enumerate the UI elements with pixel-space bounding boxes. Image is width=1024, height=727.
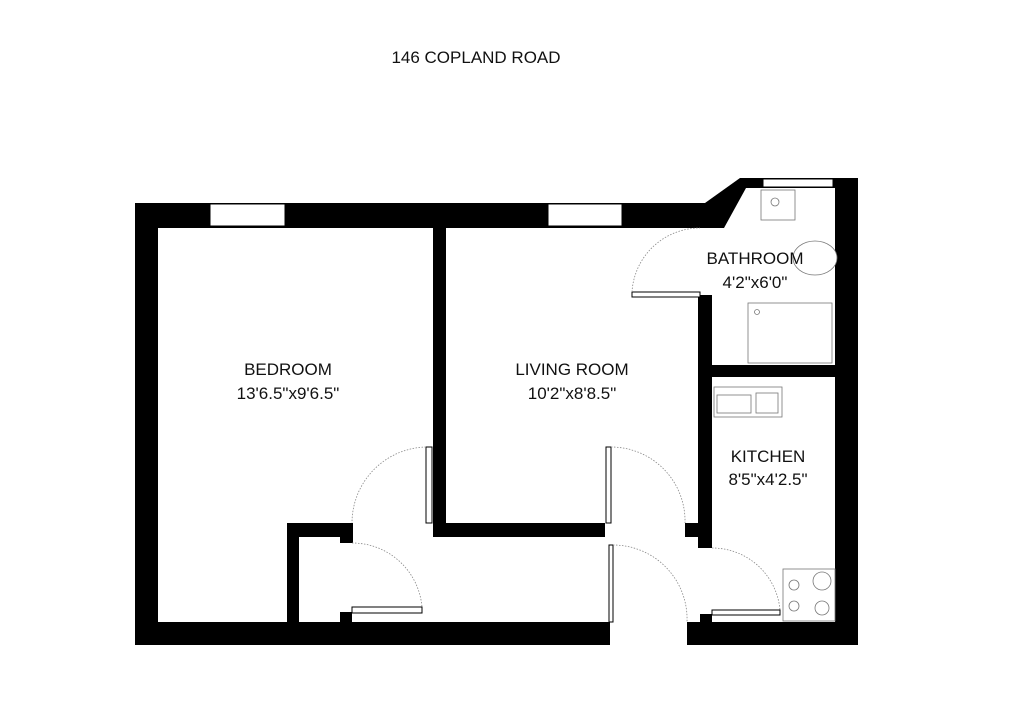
bedroom-label: BEDROOM: [244, 360, 332, 379]
kitchen-label: KITCHEN: [731, 447, 806, 466]
plan-title: 146 COPLAND ROAD: [391, 48, 561, 67]
bedroom-window: [209, 203, 286, 227]
bedroom-size: 13'6.5"x9'6.5": [237, 384, 340, 403]
kitchen-sink: [713, 386, 783, 418]
bathroom-fixtures: [747, 189, 838, 364]
living-room-window: [547, 203, 623, 227]
kitchen-size: 8'5"x4'2.5": [728, 470, 807, 489]
living-room-label: LIVING ROOM: [515, 360, 628, 379]
living-room-size: 10'2"x8'8.5": [528, 384, 617, 403]
bathroom-size: 4'2"x6'0": [723, 273, 788, 292]
bathroom-window: [762, 178, 834, 188]
kitchen-hob: [782, 568, 836, 622]
bathroom-label: BATHROOM: [707, 249, 804, 268]
doors: [351, 227, 781, 623]
